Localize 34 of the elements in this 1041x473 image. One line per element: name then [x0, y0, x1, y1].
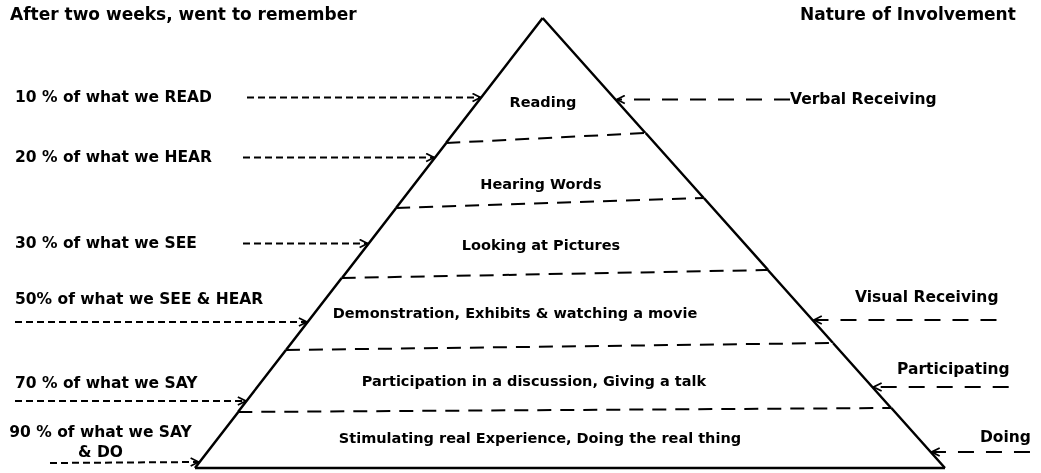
retention-label: 90 % of what we SAY & DO [8, 422, 193, 463]
retention-label: 50% of what we SEE & HEAR [15, 286, 290, 322]
level-label: Reading [509, 94, 577, 110]
dashed-arrow [14, 317, 308, 327]
pyramid-level [286, 270, 834, 350]
dashed-arrow [812, 315, 998, 325]
column-heading: Nature of Involvement [800, 4, 1016, 24]
dashed-arrow [242, 238, 369, 249]
pyramid-level [341, 198, 769, 278]
dashed-arrow [49, 457, 200, 467]
dashed-arrow [872, 382, 1010, 392]
involvement-label: Doing [980, 424, 1031, 452]
retention-label: 20 % of what we HEAR [15, 144, 243, 171]
pyramid-level [238, 343, 892, 412]
level-label: Stimulating real Experience, Doing the real thing [338, 430, 742, 446]
pyramid-level [446, 18, 646, 143]
involvement-label: Participating [897, 356, 1010, 387]
retention-label: 70 % of what we SAY [15, 370, 230, 401]
involvement-label: Verbal Receiving [790, 86, 965, 113]
level-label: Participation in a discussion, Giving a talk [361, 373, 707, 389]
level-label: Demonstration, Exhibits & watching a movie [332, 305, 698, 321]
involvement-label: Visual Receiving [855, 284, 999, 320]
pyramid-level [396, 133, 704, 208]
dashed-arrow [14, 396, 247, 406]
level-label: Looking at Pictures [461, 237, 621, 253]
level-label: Hearing Words [480, 176, 602, 192]
dashed-arrow [246, 92, 482, 103]
retention-label: 10 % of what we READ [15, 84, 247, 111]
column-heading: After two weeks, went to remember [10, 4, 357, 24]
dashed-arrow [242, 152, 436, 163]
dashed-arrow [615, 94, 791, 105]
pyramid-level [195, 408, 945, 468]
retention-label: 30 % of what we SEE [15, 230, 243, 257]
dashed-arrow [930, 447, 1031, 457]
